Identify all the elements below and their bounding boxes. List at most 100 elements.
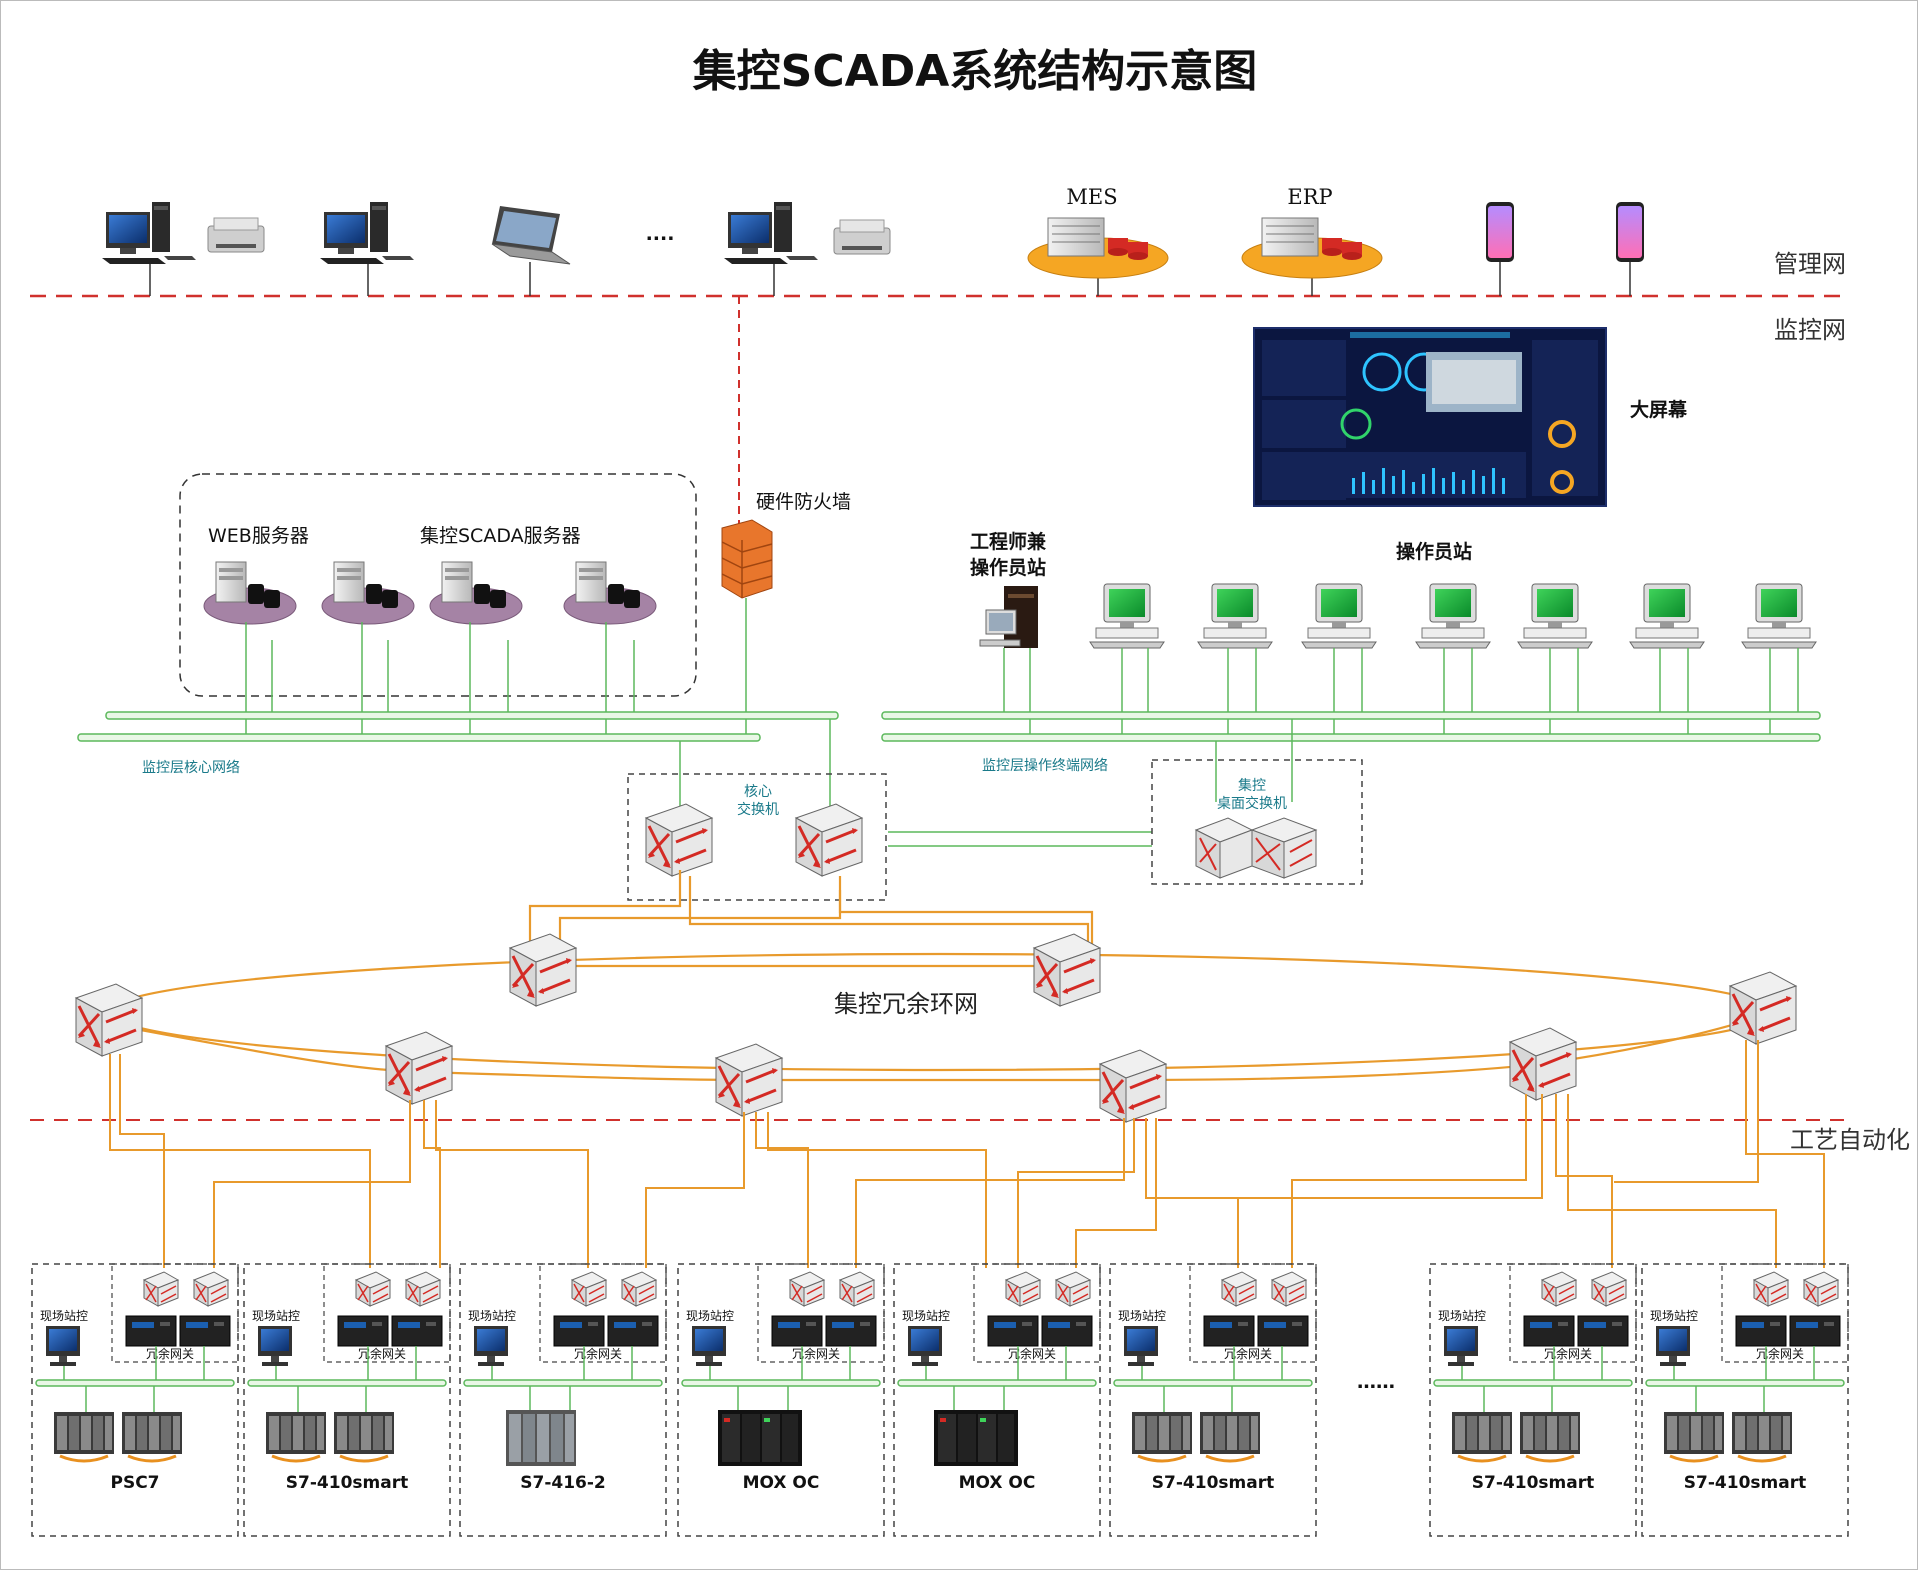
gateway-label: 冗余网关 [574, 1346, 622, 1361]
core-switch-icon [644, 802, 714, 878]
core-switch-label-line2: 交换机 [737, 801, 779, 818]
mes-label: MES [1066, 185, 1117, 209]
management-pc-icon [320, 202, 414, 264]
field-ellipsis: …… [1357, 1371, 1395, 1393]
gateway-icon [125, 1315, 177, 1347]
field-switch-icon [1591, 1271, 1627, 1307]
gateway-icon [771, 1315, 823, 1347]
plc-rack-icon [506, 1410, 576, 1466]
field-station-control-label: 现场站控 [1118, 1309, 1166, 1323]
gateway-icon [1523, 1315, 1575, 1347]
field-station-control-label: 现场站控 [252, 1309, 300, 1323]
firewall-icon [721, 519, 773, 599]
zone-monitoring-label: 监控网 [1774, 316, 1846, 344]
operator-station-label: 操作员站 [1396, 540, 1472, 563]
gateway-icon [825, 1315, 877, 1347]
management-pc-icon [724, 202, 818, 264]
ring-switches [74, 932, 1798, 1124]
field-switch-icon [1271, 1271, 1307, 1307]
gateway-icon [179, 1315, 231, 1347]
operator-station-icon [1415, 583, 1491, 649]
field-station-control-label: 现场站控 [40, 1309, 88, 1323]
management-devices: .... MES ERP [102, 185, 1644, 296]
gateway-label: 冗余网关 [792, 1346, 840, 1361]
web-server-label: WEB服务器 [208, 525, 309, 547]
core-switch-uplinks [679, 719, 1293, 847]
field-station-pc-icon [46, 1326, 80, 1366]
terminal-network-bus [881, 711, 1821, 742]
core-switch-box [627, 773, 887, 901]
gateway-icon [1789, 1315, 1841, 1347]
scada-server-icon [321, 561, 415, 625]
field-station: 冗余网关 现场站控 S7-410smart [1109, 1263, 1317, 1537]
gateway-label: 冗余网关 [1224, 1346, 1272, 1361]
printer-icon [207, 217, 265, 253]
ring-to-field-lines [109, 1040, 1825, 1268]
gateway-icon [553, 1315, 605, 1347]
gateway-icon [1257, 1315, 1309, 1347]
ring-switch-icon [384, 1030, 454, 1106]
field-switch-icon [1221, 1271, 1257, 1307]
operator-station-icon [1629, 583, 1705, 649]
gateway-icon [391, 1315, 443, 1347]
terminal-network-label: 监控层操作终端网络 [982, 758, 1108, 774]
management-ellipsis: .... [646, 223, 675, 245]
field-switch-icon [143, 1271, 179, 1307]
erp-server-icon [1241, 217, 1383, 279]
plc-model-label: MOX OC [743, 1473, 820, 1493]
laptop-icon [491, 205, 571, 265]
gateway-icon [1041, 1315, 1093, 1347]
gateway-icon [337, 1315, 389, 1347]
field-station-control-label: 现场站控 [1650, 1309, 1698, 1323]
ring-switch-icon [1508, 1026, 1578, 1102]
field-stations: 冗余网关现场站控PSC7冗余网关现场站控S7-410smart冗余网关现场站控S… [31, 1263, 1849, 1537]
field-switch-icon [1803, 1271, 1839, 1307]
desk-switch-box [1151, 759, 1363, 885]
diagram-title: 集控SCADA系统结构示意图 [692, 46, 1258, 97]
plc-rack-icon [1450, 1410, 1514, 1463]
field-station-pc-icon [474, 1326, 508, 1366]
operator-station-icon [1197, 583, 1273, 649]
field-station-pc-icon [1656, 1326, 1690, 1366]
gateway-group-box [1721, 1263, 1849, 1363]
plc-rack-icon [1518, 1410, 1582, 1463]
field-bus [35, 1379, 235, 1387]
operator-station-icon [1517, 583, 1593, 649]
plc-model-label: S7-410smart [286, 1473, 408, 1493]
desk-switch-label-line1: 集控 [1238, 777, 1266, 794]
ring-switch-icon [508, 932, 578, 1008]
field-switch-icon [1541, 1271, 1577, 1307]
gateway-group-box [111, 1263, 239, 1363]
plc-model-label: S7-410smart [1684, 1473, 1806, 1493]
field-switch-icon [355, 1271, 391, 1307]
field-bus [1113, 1379, 1313, 1387]
management-pc-icon [102, 202, 196, 264]
field-bus [463, 1379, 663, 1387]
plc-rack-icon [52, 1410, 116, 1463]
ring-switch-icon [714, 1042, 784, 1118]
plc-model-label: S7-410smart [1152, 1473, 1274, 1493]
plc-rack-icon [1198, 1410, 1262, 1463]
desk-switch-label-line2: 桌面交换机 [1217, 795, 1287, 812]
phone-icon [1616, 202, 1644, 262]
gateway-group-box [323, 1263, 451, 1363]
gateway-group-box [1509, 1263, 1637, 1363]
mes-server-icon [1027, 217, 1169, 279]
core-network-label: 监控层核心网络 [142, 760, 240, 776]
gateway-group-box [973, 1263, 1101, 1363]
printer-icon [833, 219, 891, 255]
field-bus [681, 1379, 881, 1387]
gateway-label: 冗余网关 [146, 1346, 194, 1361]
field-switch-icon [789, 1271, 825, 1307]
ring-network-label: 集控冗余环网 [834, 990, 978, 1018]
field-bus [1645, 1379, 1845, 1387]
operator-stations [1089, 583, 1817, 649]
ring-switch-icon [74, 982, 144, 1058]
field-bus [247, 1379, 447, 1387]
